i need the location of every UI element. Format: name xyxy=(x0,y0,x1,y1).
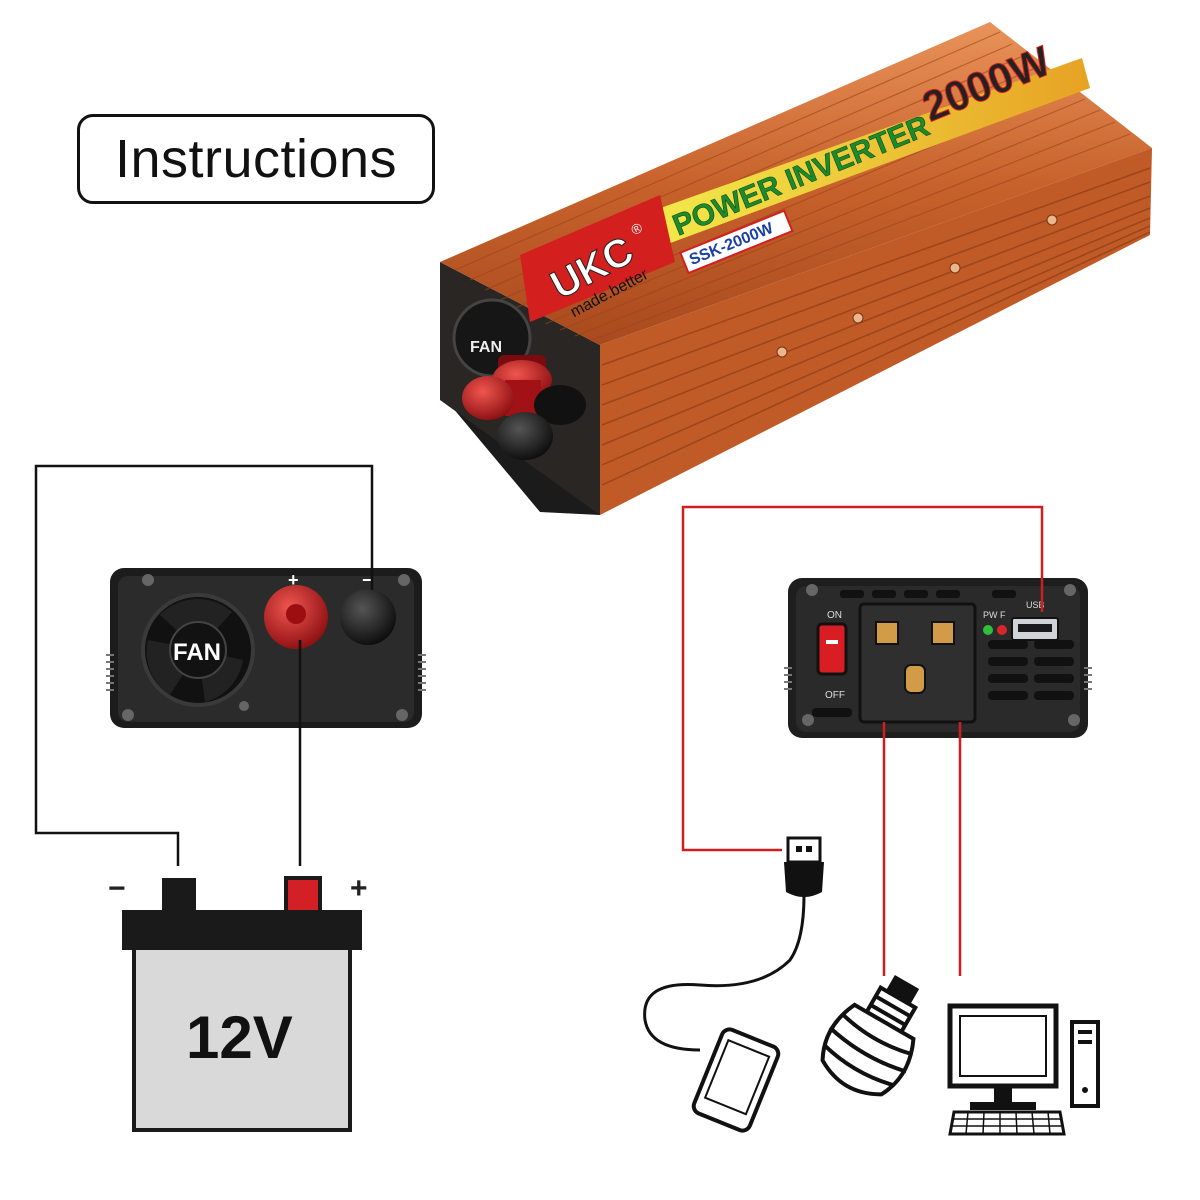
battery-voltage-label: 12V xyxy=(186,1004,293,1071)
instructions-title-box: Instructions xyxy=(77,114,435,204)
power-switch xyxy=(816,622,848,676)
inverter-input-panel: FAN + − xyxy=(106,568,426,728)
negative-wire xyxy=(34,464,374,866)
fault-led xyxy=(997,625,1007,635)
input-negative-mark: − xyxy=(362,570,373,590)
computer-icon xyxy=(947,1003,1100,1136)
switch-on-label: ON xyxy=(827,610,842,621)
input-negative-terminal xyxy=(340,589,396,645)
end-fan-label: FAN xyxy=(470,339,502,356)
usb-plug-icon xyxy=(643,836,824,1052)
fault-label: F xyxy=(1000,610,1006,620)
battery-positive-mark: + xyxy=(350,872,368,905)
input-positive-mark: + xyxy=(288,570,299,590)
inverter-product: UKC ® made.better POWER INVERTER 2000W S… xyxy=(440,22,1152,515)
pw-label: PW xyxy=(983,610,998,620)
usb-label: USB xyxy=(1026,600,1045,610)
switch-off-label: OFF xyxy=(825,690,845,701)
battery-12v: 12V − + xyxy=(108,872,368,1132)
bulb-icon xyxy=(820,975,920,1097)
product-negative-terminal xyxy=(497,385,586,460)
product-positive-terminal xyxy=(462,355,552,420)
ac-wiring xyxy=(681,505,1044,976)
battery-positive-terminal xyxy=(284,876,322,914)
phone-icon xyxy=(691,1027,781,1133)
battery-negative-mark: − xyxy=(108,872,126,905)
pw-led xyxy=(983,625,993,635)
inverter-output-panel: ON OFF PW F USB xyxy=(784,578,1092,738)
fan-label: FAN xyxy=(173,639,221,666)
usb-wire xyxy=(681,505,1044,852)
page-title: Instructions xyxy=(114,129,398,189)
dc-wiring xyxy=(34,464,374,866)
fan-icon xyxy=(141,593,255,707)
